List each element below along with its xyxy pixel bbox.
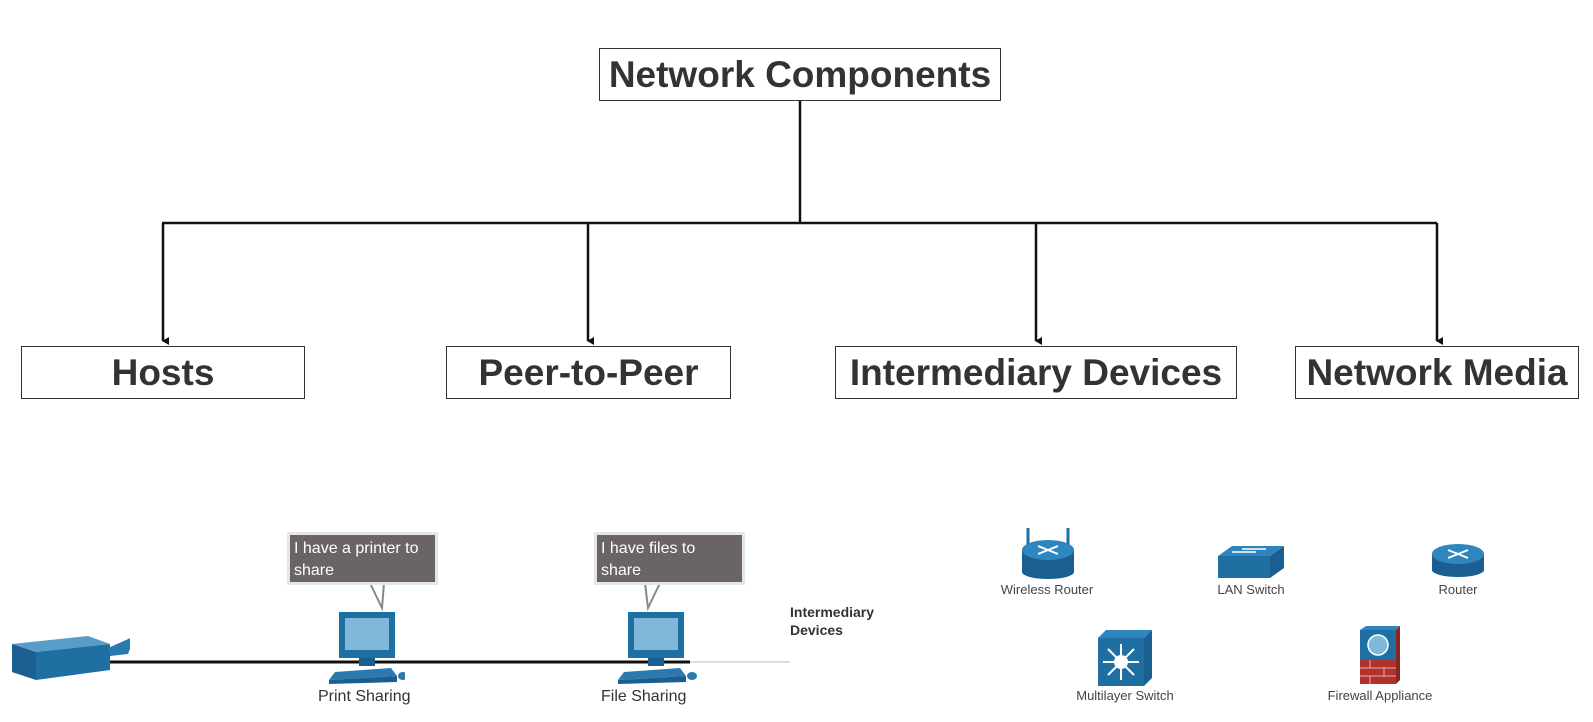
category-label-peer-to-peer: Peer-to-Peer [478, 351, 699, 393]
root-node-network-components: Network Components [599, 48, 1001, 101]
files-bubble-pointer [644, 582, 661, 612]
printer-bubble-pointer [369, 582, 385, 612]
multilayer-switch-caption: Multilayer Switch [1076, 688, 1174, 703]
category-label-network-media: Network Media [1306, 351, 1568, 393]
firewall-appliance-caption: Firewall Appliance [1327, 688, 1433, 703]
printer-icon [12, 636, 130, 680]
root-label: Network Components [608, 53, 992, 95]
lan-switch-caption: LAN Switch [1217, 582, 1285, 597]
lan-switch-icon [1218, 546, 1284, 578]
router-caption: Router [1438, 582, 1478, 597]
pc-print-sharing-icon [329, 612, 405, 684]
multilayer-switch-icon [1098, 630, 1152, 686]
firewall-appliance-icon [1360, 626, 1400, 684]
category-peer-to-peer: Peer-to-Peer [446, 346, 731, 399]
file-sharing-caption: File Sharing [601, 688, 687, 705]
pc-file-sharing-icon [618, 612, 697, 684]
print-sharing-caption: Print Sharing [318, 688, 411, 705]
category-network-media: Network Media [1295, 346, 1579, 399]
category-intermediary-devices: Intermediary Devices [835, 346, 1237, 399]
category-label-intermediary: Intermediary Devices [849, 351, 1223, 393]
router-icon [1432, 544, 1484, 577]
wireless-router-icon [1022, 528, 1074, 579]
printer-share-bubble: I have a printer to share [287, 532, 438, 585]
files-share-bubble: I have files to share [594, 532, 745, 585]
category-hosts: Hosts [21, 346, 305, 399]
intermediary-devices-label: Intermediary Devices [790, 604, 875, 638]
category-label-hosts: Hosts [111, 351, 215, 393]
wireless-router-caption: Wireless Router [1000, 582, 1094, 597]
